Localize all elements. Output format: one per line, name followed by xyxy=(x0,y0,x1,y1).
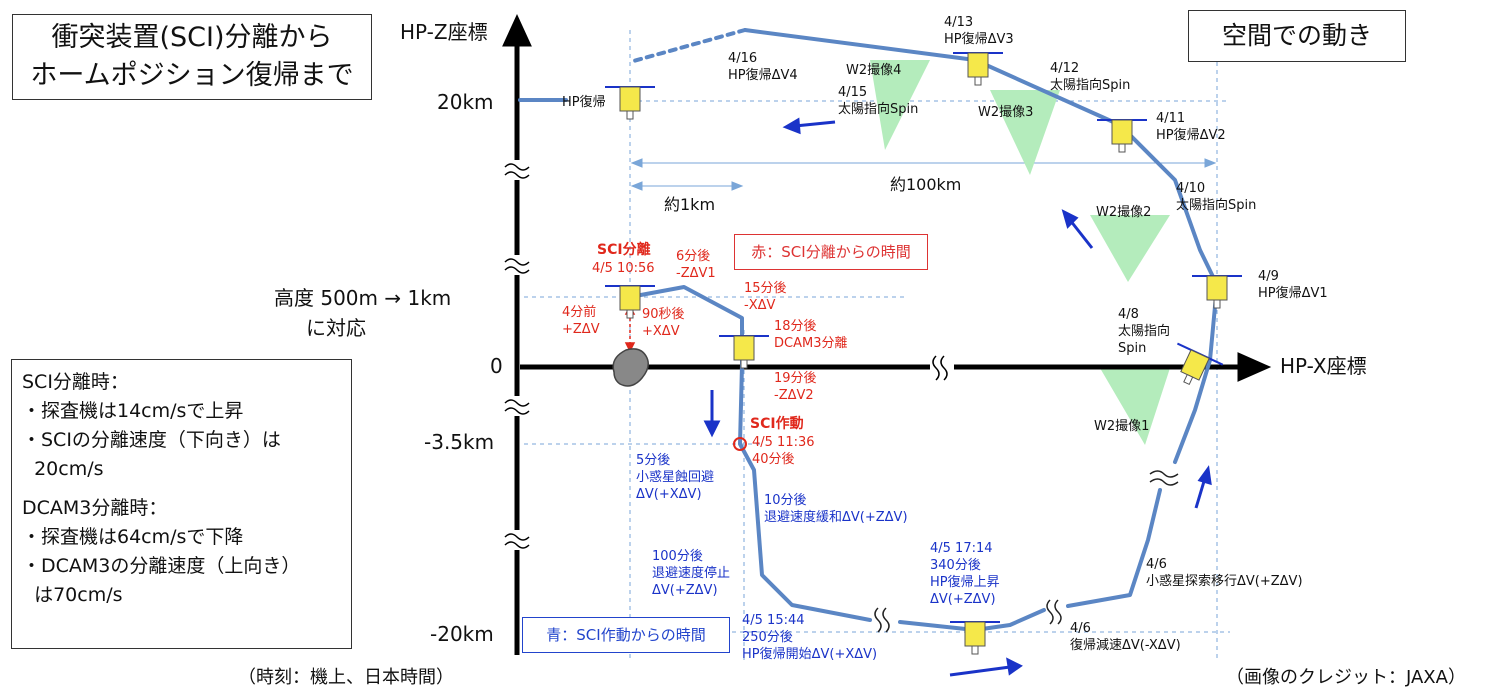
note-line: DCAM3分離時： xyxy=(22,497,168,519)
label-4-8: 4/8 太陽指向 Spin xyxy=(1118,307,1171,356)
altitude-note-line2: に対応 xyxy=(306,316,366,340)
tick-20km: 20km xyxy=(437,90,494,114)
label-18min: 18分後 DCAM3分離 xyxy=(774,319,848,351)
spacecraft-icon xyxy=(605,285,655,319)
title-line2: ホームポジション復帰まで xyxy=(30,60,354,91)
label-5min: 5分後 小惑星蝕回避 ΔV(+XΔV) xyxy=(636,453,715,502)
label-10min: 10分後 退避速度緩和ΔV(+ZΔV) xyxy=(764,493,908,525)
x-axis-label: HP-X座標 xyxy=(1280,354,1367,378)
spacecraft-icon xyxy=(953,52,1003,86)
distance-arrows xyxy=(630,158,1217,191)
label-6min: 6分後 -ZΔV1 xyxy=(676,249,716,281)
direction-arrows xyxy=(703,117,1212,677)
label-4-12: 4/12 太陽指向Spin xyxy=(1050,61,1131,93)
note-line: ・探査機は64cm/sで下降 xyxy=(22,526,244,548)
label-w2-3: W2撮像3 xyxy=(978,105,1034,120)
label-4-13: 4/13 HP復帰ΔV3 xyxy=(944,15,1014,47)
spacecraft-icon xyxy=(1176,342,1224,386)
note-line: SCI分離時： xyxy=(22,371,129,393)
label-w2-1: W2撮像1 xyxy=(1094,419,1150,434)
note-line: ・探査機は14cm/sで上昇 xyxy=(22,400,244,422)
label-4min-before: 4分前 +ZΔV xyxy=(562,305,600,337)
asteroid-icon xyxy=(612,348,649,387)
image-credit: （画像のクレジット：JAXA） xyxy=(1226,667,1466,688)
altitude-note: 高度 500m → 1km xyxy=(274,286,452,310)
tick-minus-3-5km: -3.5km xyxy=(424,430,495,454)
label-340min: 4/5 17:14 340分後 HP復帰上昇 ΔV(+ZΔV) xyxy=(930,541,1000,607)
tick-minus-20km: -20km xyxy=(430,622,494,646)
label-19min: 19分後 -ZΔV2 xyxy=(774,371,817,403)
label-4-6-b: 4/6 復帰減速ΔV(-XΔV) xyxy=(1070,621,1181,653)
notes-box: SCI分離時： ・探査機は14cm/sで上昇 ・SCIの分離速度（下向き）は 2… xyxy=(11,359,352,649)
note-line: は70cm/s xyxy=(22,584,123,606)
note-line: ・DCAM3の分離速度（上向き） xyxy=(22,555,301,577)
distance-near: 約1km xyxy=(664,195,716,214)
note-line: ・SCIの分離速度（下向き）は xyxy=(22,429,281,451)
label-250min: 4/5 15:44 250分後 HP復帰開始ΔV(+XΔV) xyxy=(742,613,878,662)
spacecraft-icon xyxy=(605,86,655,120)
label-w2-4: W2撮像4 xyxy=(846,63,902,78)
imaging-cones xyxy=(870,60,1170,445)
title-line1: 衝突装置(SCI)分離から xyxy=(51,22,333,53)
space-label: 空間での動き xyxy=(1188,10,1406,62)
label-4-15: 4/15 太陽指向Spin xyxy=(838,85,919,117)
label-w2-2: W2撮像2 xyxy=(1096,205,1152,220)
trajectory-breaks xyxy=(874,470,1179,633)
label-4-9: 4/9 HP復帰ΔV1 xyxy=(1258,269,1328,301)
axis-breaks xyxy=(504,160,954,550)
spacecraft-icon xyxy=(1097,119,1147,153)
time-note: （時刻：機上、日本時間） xyxy=(238,667,454,688)
label-hp-return: HP復帰 xyxy=(562,95,606,110)
label-sci-activation: SCI作動 xyxy=(750,416,804,432)
label-90sec: 90秒後 +XΔV xyxy=(642,307,685,339)
note-line xyxy=(22,484,341,494)
title-box: 衝突装置(SCI)分離から ホームポジション復帰まで xyxy=(12,14,372,100)
label-15min: 15分後 -XΔV xyxy=(744,281,787,313)
label-sci-separation: SCI分離 xyxy=(597,242,651,258)
label-100min: 100分後 退避速度停止 ΔV(+ZΔV) xyxy=(652,549,731,598)
z-axis-label: HP-Z座標 xyxy=(400,20,488,44)
spacecraft-icon xyxy=(1192,275,1242,309)
sci-activation-marker xyxy=(733,437,747,451)
note-line: 20cm/s xyxy=(22,458,104,480)
label-sci-activation-time: 4/5 11:36 40分後 xyxy=(752,435,815,467)
label-sci-separation-time: 4/5 10:56 xyxy=(592,261,655,276)
spacecraft-icons xyxy=(605,52,1242,655)
tick-zero: 0 xyxy=(490,354,503,378)
label-4-6-a: 4/6 小惑星探索移行ΔV(+ZΔV) xyxy=(1146,557,1303,589)
red-legend: 赤：SCI分離からの時間 xyxy=(734,234,928,270)
spacecraft-icon xyxy=(950,621,1000,655)
distance-far: 約100km xyxy=(890,175,962,194)
blue-legend: 青：SCI作動からの時間 xyxy=(522,617,730,653)
label-4-10: 4/10 太陽指向Spin xyxy=(1176,181,1257,213)
label-4-16: 4/16 HP復帰ΔV4 xyxy=(728,51,798,83)
trajectory-path xyxy=(518,28,1219,632)
spacecraft-icon xyxy=(719,335,769,369)
label-4-11: 4/11 HP復帰ΔV2 xyxy=(1156,111,1226,143)
